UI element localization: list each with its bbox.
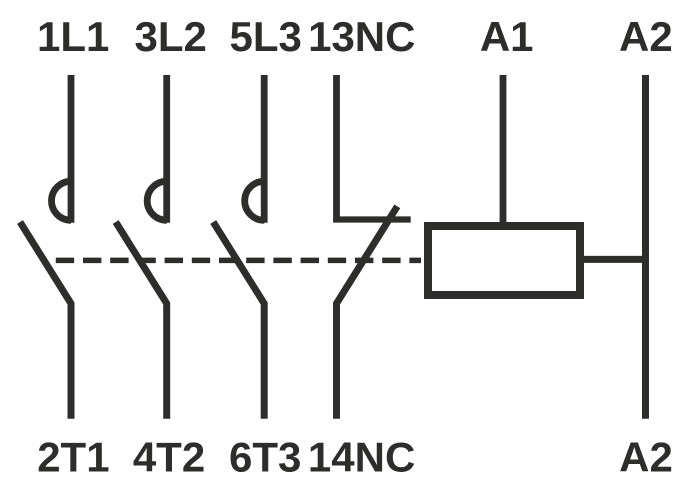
svg-text:6T3: 6T3 [229,434,301,481]
svg-text:A2: A2 [619,13,673,60]
svg-text:13NC: 13NC [308,13,415,60]
svg-text:3L2: 3L2 [135,13,207,60]
svg-text:4T2: 4T2 [133,434,205,481]
svg-text:1L1: 1L1 [37,13,109,60]
svg-text:2T1: 2T1 [37,434,109,481]
svg-text:A1: A1 [480,13,534,60]
svg-text:5L3: 5L3 [230,13,302,60]
svg-text:A2: A2 [619,434,673,481]
svg-text:14NC: 14NC [308,434,415,481]
